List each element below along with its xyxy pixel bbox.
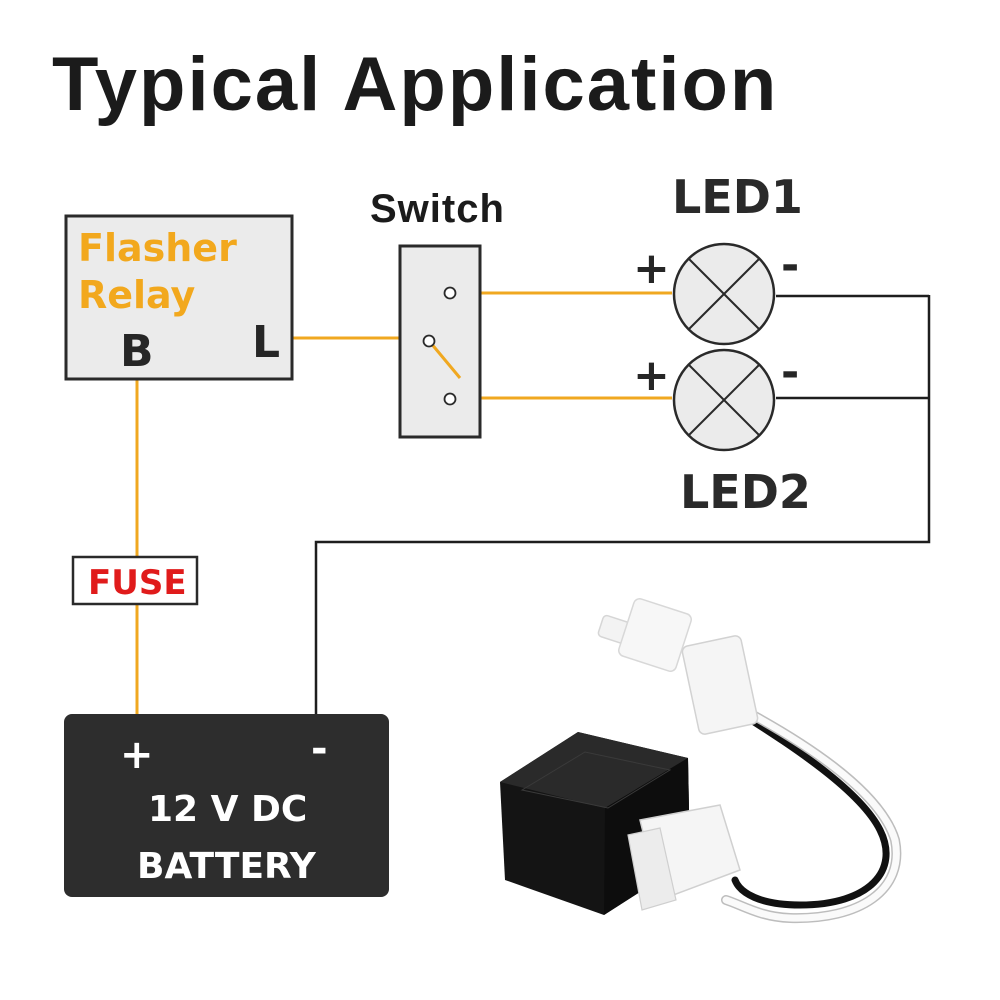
product-wire-black <box>731 714 890 909</box>
flasher-relay: Flasher Relay B L <box>64 214 294 381</box>
switch-label: Switch <box>370 187 505 231</box>
battery-body <box>64 714 389 897</box>
wire-ground-return <box>314 295 931 715</box>
switch: Switch <box>370 187 505 439</box>
fuse: FUSE <box>71 555 199 606</box>
wires <box>135 291 931 715</box>
led1-plus: + <box>633 243 670 294</box>
led1-minus: - <box>781 240 799 291</box>
battery-voltage: 12 V DC <box>148 789 307 830</box>
battery-label: BATTERY <box>137 846 317 887</box>
product-wire-white <box>722 704 900 922</box>
led2-label: LED2 <box>680 465 811 519</box>
product-photo <box>500 598 902 924</box>
switch-contact-top <box>443 286 457 300</box>
product-bottom-connector <box>627 804 741 911</box>
led1-label: LED1 <box>672 170 803 224</box>
led1: LED1 + - <box>633 170 803 346</box>
switch-contact-bottom <box>443 392 457 406</box>
fuse-box <box>71 555 199 606</box>
product-top-connector <box>597 598 759 735</box>
led2-plus: + <box>633 350 670 401</box>
relay-pin-l: L <box>252 317 280 368</box>
flasher-relay-label-line2: Relay <box>78 273 196 317</box>
led2-minus: - <box>781 347 799 398</box>
led2-cross-b <box>688 364 760 436</box>
led2: + - LED2 <box>633 347 811 519</box>
relay-pin-b: B <box>120 326 154 377</box>
led1-cross-b <box>688 258 760 330</box>
page-title: Typical Application <box>52 42 778 127</box>
battery: + - 12 V DC BATTERY <box>64 714 389 897</box>
switch-lever <box>428 341 462 379</box>
flasher-relay-box <box>64 214 294 381</box>
battery-plus: + <box>120 732 154 778</box>
flasher-relay-label-line1: Flasher <box>78 226 237 270</box>
battery-minus: - <box>311 726 328 772</box>
fuse-label: FUSE <box>88 563 187 603</box>
switch-box <box>398 244 482 439</box>
switch-contact-common <box>422 334 436 348</box>
